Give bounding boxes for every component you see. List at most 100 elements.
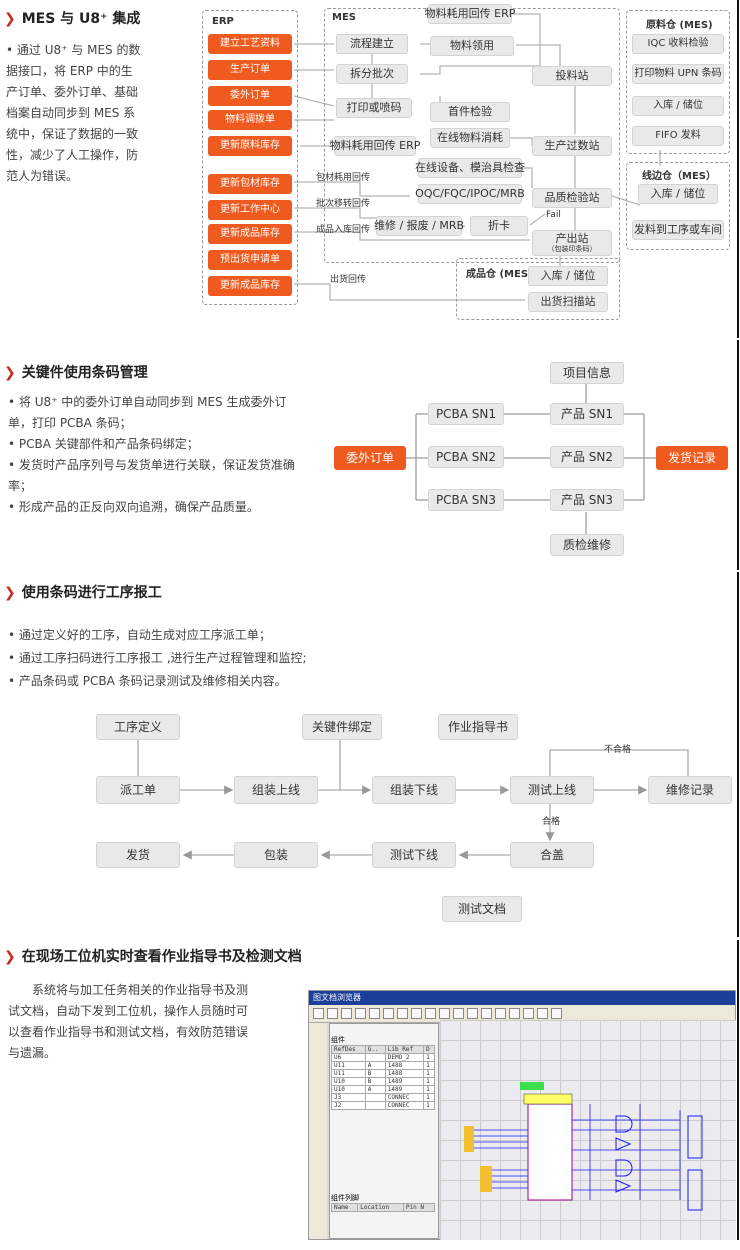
node-product-sn2[interactable]: 产品 SN2 <box>550 446 624 468</box>
node-dispatch[interactable]: 派工单 <box>96 776 180 804</box>
node-test-doc[interactable]: 测试文档 <box>442 896 522 922</box>
toolbar-tool-icon[interactable] <box>467 1008 478 1019</box>
erp-item-1[interactable]: 生产订单 <box>208 60 292 80</box>
mes-print-code[interactable]: 打印或喷码 <box>336 98 412 118</box>
node-pcba-sn3[interactable]: PCBA SN3 <box>428 489 504 511</box>
mes-pass-station[interactable]: 生产过数站 <box>532 136 612 156</box>
raw-wh-item-0[interactable]: IQC 收料检验 <box>632 34 724 54</box>
chevron-right-icon: ❯ <box>4 949 16 965</box>
toolbar-tool-icon[interactable] <box>439 1008 450 1019</box>
fg-wh-item-1[interactable]: 出货扫描站 <box>528 292 608 312</box>
section-title-station: ❯在现场工位机实时查看作业指导书及检测文档 <box>4 949 302 965</box>
mes-oqc[interactable]: OQC/FQC/IPOC/MRB <box>415 184 525 204</box>
raw-wh-item-3[interactable]: FIFO 发料 <box>632 126 724 146</box>
column-header: Lib Ref <box>384 1045 425 1054</box>
toolbar-tool-icon[interactable] <box>369 1008 380 1019</box>
toolbar-tool-icon[interactable] <box>341 1008 352 1019</box>
mes-flow-setup[interactable]: 流程建立 <box>336 34 408 54</box>
node-ship[interactable]: 发货 <box>96 842 180 868</box>
table-cell: 1 <box>423 1061 435 1070</box>
node-work-guide[interactable]: 作业指导书 <box>438 714 518 740</box>
mes-material-pick[interactable]: 物料领用 <box>430 36 514 56</box>
toolbar-tool-icon[interactable] <box>425 1008 436 1019</box>
node-pack[interactable]: 包装 <box>234 842 318 868</box>
mes-erp-return-top[interactable]: 物料耗用回传 ERP <box>425 4 515 24</box>
toolbar-tool-icon[interactable] <box>481 1008 492 1019</box>
line-wh-item-1[interactable]: 发料到工序或车间 <box>632 220 724 240</box>
table-cell: 1 <box>423 1085 435 1094</box>
mes-fold-card[interactable]: 折卡 <box>470 216 528 236</box>
mes-erp-return[interactable]: 物料耗用回传 ERP <box>330 136 420 156</box>
raw-wh-item-1[interactable]: 打印物料 UPN 条码 <box>632 64 724 84</box>
mes-split-batch[interactable]: 拆分批次 <box>336 64 408 84</box>
erp-item-3[interactable]: 物料调拨单 <box>208 110 292 130</box>
table-cell <box>364 1053 386 1062</box>
tag-fg-return: 成品入库回传 <box>316 225 371 235</box>
toolbar-tool-icon[interactable] <box>495 1008 506 1019</box>
table-cell <box>364 1101 386 1110</box>
node-test-on[interactable]: 测试上线 <box>510 776 594 804</box>
schematic-canvas[interactable] <box>440 1020 736 1240</box>
node-test-off[interactable]: 测试下线 <box>372 842 456 868</box>
bullet-item: • 通过定义好的工序，自动生成对应工序派工单； <box>8 624 408 647</box>
node-pcba-sn2[interactable]: PCBA SN2 <box>428 446 504 468</box>
raw-wh-item-2[interactable]: 入库 / 储位 <box>632 96 724 116</box>
fg-wh-item-0[interactable]: 入库 / 储位 <box>528 266 608 286</box>
erp-item-8[interactable]: 预出货申请单 <box>208 250 292 270</box>
node-outsource-order[interactable]: 委外订单 <box>334 446 406 470</box>
node-process-define[interactable]: 工序定义 <box>96 714 180 740</box>
erp-item-4[interactable]: 更新原料库存 <box>208 136 292 156</box>
toolbar-tool-icon[interactable] <box>537 1008 548 1019</box>
node-key-part-bind[interactable]: 关键件绑定 <box>302 714 382 740</box>
node-project-info[interactable]: 项目信息 <box>550 362 624 384</box>
node-ship-record[interactable]: 发货记录 <box>656 446 728 470</box>
mes-feed-station[interactable]: 投料站 <box>532 66 612 86</box>
toolbar-tool-icon[interactable] <box>397 1008 408 1019</box>
toolbar-tool-icon[interactable] <box>355 1008 366 1019</box>
toolbar-tool-icon[interactable] <box>313 1008 324 1019</box>
erp-item-0[interactable]: 建立工艺资料 <box>208 34 292 54</box>
node-product-sn3[interactable]: 产品 SN3 <box>550 489 624 511</box>
right-edge-rule-2 <box>737 340 739 570</box>
mes-equip-check[interactable]: 在线设备、模治具检查 <box>415 158 525 178</box>
erp-item-2[interactable]: 委外订单 <box>208 86 292 106</box>
node-pcba-sn1[interactable]: PCBA SN1 <box>428 403 504 425</box>
node-qc-repair[interactable]: 质检维修 <box>550 534 624 556</box>
table-cell: 1488 <box>384 1069 425 1078</box>
mes-qc-station[interactable]: 品质检验站 <box>532 188 612 208</box>
mes-online-consume[interactable]: 在线物料消耗 <box>430 128 510 148</box>
mes-first-inspection[interactable]: 首件检验 <box>430 102 510 122</box>
toolbar-tool-icon[interactable] <box>551 1008 562 1019</box>
mes-repair-scrap[interactable]: 维修 / 报废 / MRB <box>374 216 464 236</box>
mes-output-station[interactable]: 产出站 （包装印条码） <box>532 230 612 256</box>
node-cover[interactable]: 合盖 <box>510 842 594 868</box>
section-bullets-report: • 通过定义好的工序，自动生成对应工序派工单；• 通过工序扫码进行工序报工 ,进… <box>8 624 408 693</box>
toolbar-tool-icon[interactable] <box>523 1008 534 1019</box>
bullet-item: • 将 U8⁺ 中的委外订单自动同步到 MES 生成委外订单，打印 PCBA 条… <box>8 392 308 434</box>
toolbar-tool-icon[interactable] <box>383 1008 394 1019</box>
toolbar-tool-icon[interactable] <box>453 1008 464 1019</box>
node-assembly-on[interactable]: 组装上线 <box>234 776 318 804</box>
node-repair-record[interactable]: 维修记录 <box>648 776 732 804</box>
erp-item-5[interactable]: 更新包材库存 <box>208 174 292 194</box>
node-product-sn1[interactable]: 产品 SN1 <box>550 403 624 425</box>
table-cell: A <box>364 1085 386 1094</box>
line-wh-item-0[interactable]: 入库 / 储位 <box>638 184 718 204</box>
toolbar-tool-icon[interactable] <box>509 1008 520 1019</box>
toolbar-tool-icon[interactable] <box>411 1008 422 1019</box>
table-cell: U10 <box>331 1085 366 1094</box>
toolbar-tool-icon[interactable] <box>327 1008 338 1019</box>
erp-item-6[interactable]: 更新工作中心 <box>208 200 292 220</box>
erp-item-7[interactable]: 更新成品库存 <box>208 224 292 244</box>
node-assembly-off[interactable]: 组装下线 <box>372 776 456 804</box>
erp-item-9[interactable]: 更新成品库存 <box>208 276 292 296</box>
table-cell: 1489 <box>384 1085 425 1094</box>
schematic-drawing <box>464 1082 703 1211</box>
